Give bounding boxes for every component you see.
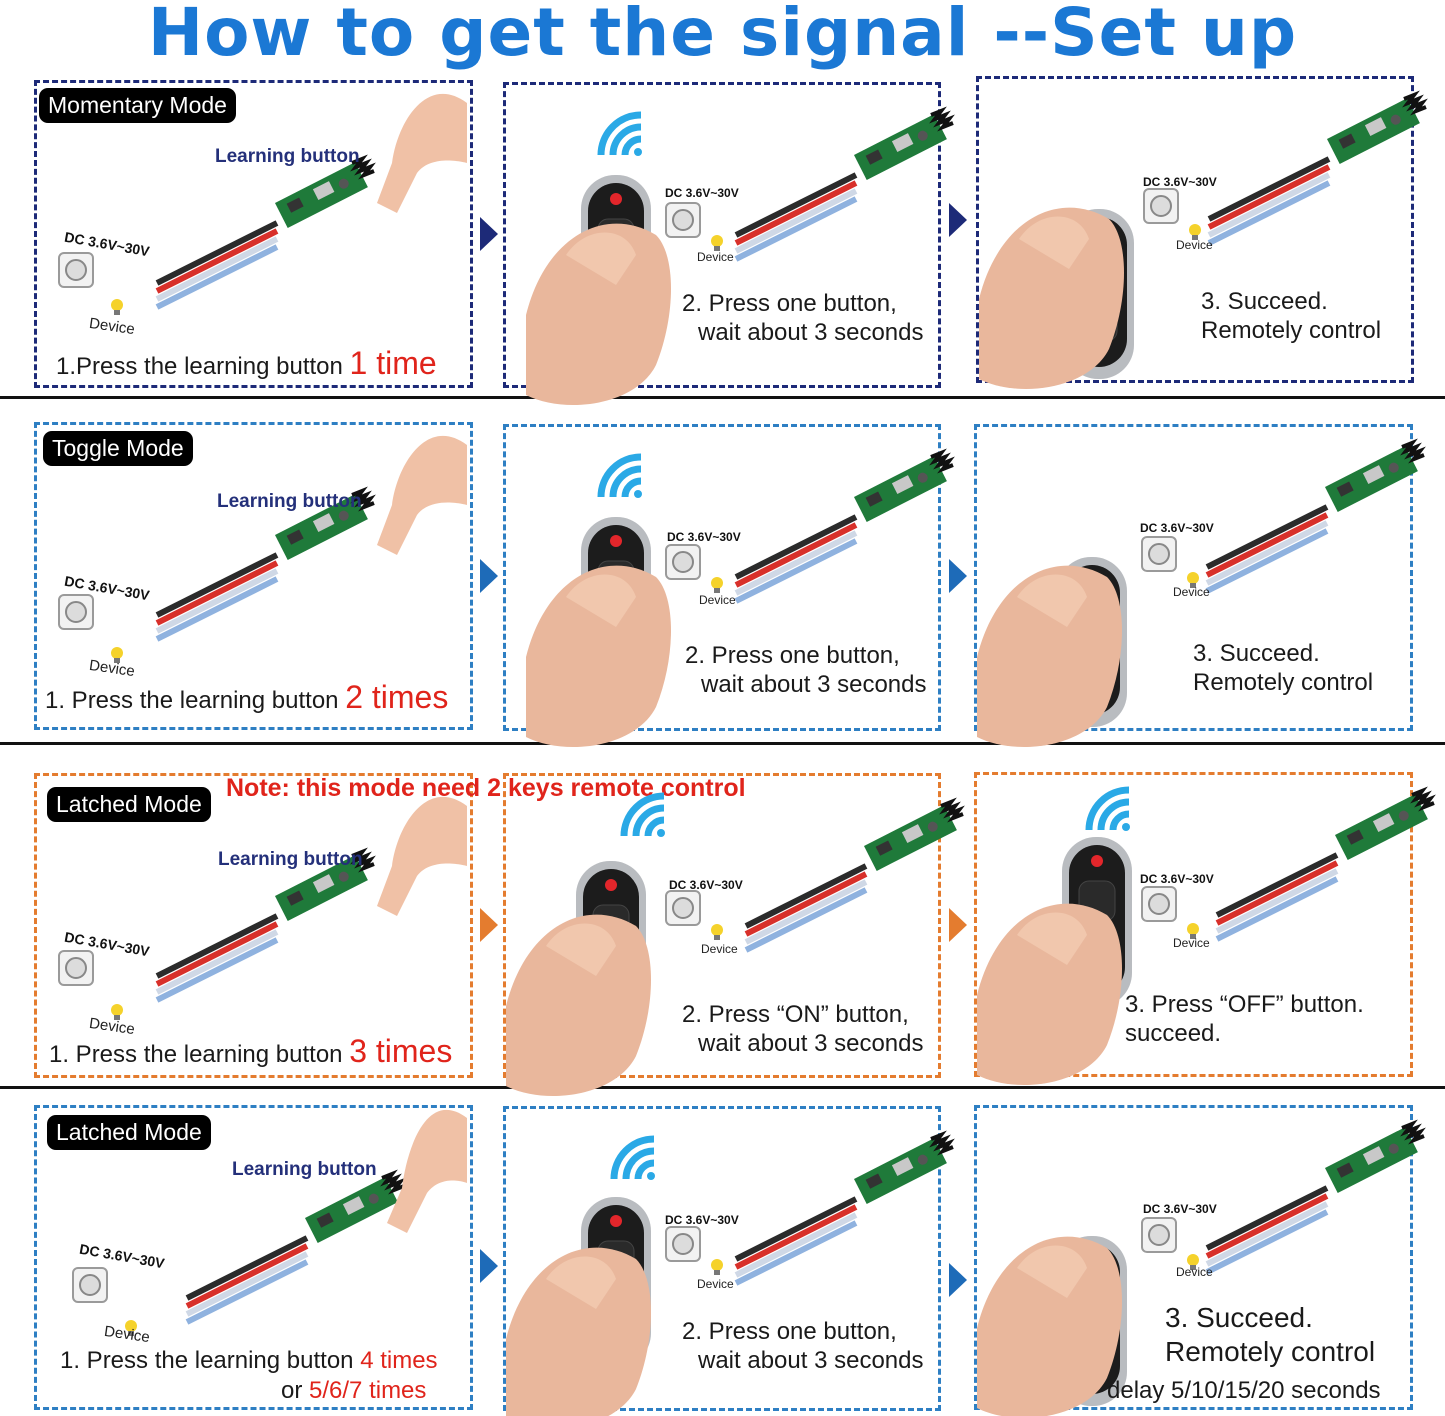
step2-panel <box>503 773 941 1096</box>
mode-tag: Toggle Mode <box>43 431 193 466</box>
device-label: Device <box>1173 585 1210 599</box>
next-arrow-icon <box>480 908 498 942</box>
mode-tag: Latched Mode <box>47 787 211 822</box>
learning-button-label: Learning button <box>215 146 360 167</box>
step2-panel <box>503 82 941 405</box>
step3-panel <box>974 424 1413 747</box>
step2-caption-line2: wait about 3 seconds <box>698 1347 924 1374</box>
step1-caption: 1. Press the learning button 2 times <box>45 679 449 715</box>
step3-caption-line1: 3. Succeed. <box>1165 1302 1313 1333</box>
row-separator <box>0 1086 1445 1089</box>
dc-label: DC 3.6V~30V <box>665 1213 739 1227</box>
dc-label: DC 3.6V~30V <box>667 530 741 544</box>
dc-label: DC 3.6V~30V <box>1143 1202 1217 1216</box>
step3-caption-line2: Remotely control <box>1201 317 1382 344</box>
step3-caption-line1: 3. Succeed. <box>1201 288 1328 315</box>
step2-caption-line1: 2. Press “ON” button, <box>682 1001 909 1028</box>
device-label: Device <box>697 1277 734 1291</box>
step1-caption: 1. Press the learning button 3 times <box>49 1033 453 1069</box>
step2-caption-line1: 2. Press one button, <box>682 1318 897 1345</box>
step1-panel <box>34 422 473 730</box>
step1-panel <box>34 773 473 1078</box>
mode-tag: Latched Mode <box>47 1115 211 1150</box>
step3-caption-line1: 3. Press “OFF” button. <box>1125 991 1364 1018</box>
press-count: 4 times <box>360 1347 438 1374</box>
step3-panel <box>976 76 1414 389</box>
step3-caption-line1: 3. Succeed. <box>1193 640 1320 667</box>
next-arrow-icon <box>949 559 967 593</box>
dc-label: DC 3.6V~30V <box>1140 521 1214 535</box>
dc-label: DC 3.6V~30V <box>665 186 739 200</box>
row-separator <box>0 742 1445 745</box>
device-label: Device <box>701 942 738 956</box>
learning-button-illustration <box>58 435 467 663</box>
step1-panel <box>34 80 473 388</box>
step1-caption-line2: or 5/6/7 times <box>281 1377 427 1404</box>
mode-tag: Momentary Mode <box>39 88 236 123</box>
step1-caption: 1.Press the learning button 1 time <box>56 345 437 381</box>
step3-panel <box>974 772 1413 1085</box>
learning-button-label: Learning button <box>232 1159 377 1180</box>
dc-label: DC 3.6V~30V <box>1143 175 1217 189</box>
step1-panel <box>34 1105 473 1410</box>
dc-label: DC 3.6V~30V <box>669 878 743 892</box>
row-separator <box>0 396 1445 399</box>
next-arrow-icon <box>480 1249 498 1283</box>
step2-caption-line1: 2. Press one button, <box>682 290 897 317</box>
press-count-alt: 5/6/7 times <box>309 1377 427 1404</box>
press-count: 2 times <box>345 679 449 715</box>
device-label: Device <box>1176 238 1213 252</box>
learning-button-label: Learning button <box>217 491 362 512</box>
dc-label: DC 3.6V~30V <box>1140 872 1214 886</box>
step2-caption-line2: wait about 3 seconds <box>698 319 924 346</box>
next-arrow-icon <box>949 203 967 237</box>
device-label: Device <box>1176 1265 1213 1279</box>
step3-caption-line2: Remotely control <box>1193 669 1374 696</box>
next-arrow-icon <box>480 559 498 593</box>
device-label: Device <box>1173 936 1210 950</box>
step2-panel <box>503 1106 941 1416</box>
step3-panel <box>974 1105 1413 1416</box>
step3-caption-line3: delay 5/10/15/20 seconds <box>1107 1377 1381 1404</box>
step1-caption-line1: 1. Press the learning button 4 times <box>60 1347 438 1374</box>
step3-caption-line2: succeed. <box>1125 1020 1222 1047</box>
press-count: 3 times <box>349 1033 453 1069</box>
next-arrow-icon <box>480 217 498 251</box>
step2-caption-line2: wait about 3 seconds <box>701 671 927 698</box>
device-label: Device <box>699 593 736 607</box>
learning-button-label: Learning button <box>218 849 363 870</box>
learning-button-illustration <box>58 93 467 315</box>
step3-caption-line2: Remotely control <box>1165 1336 1376 1367</box>
page-title: How to get the signal --Set up <box>147 0 1298 71</box>
press-count: 1 time <box>349 345 437 381</box>
learning-button-illustration <box>72 1109 467 1336</box>
step2-panel <box>503 424 941 747</box>
next-arrow-icon <box>949 1263 967 1297</box>
next-arrow-icon <box>949 908 967 942</box>
step2-caption-line1: 2. Press one button, <box>685 642 900 669</box>
device-label: Device <box>697 250 734 264</box>
learning-button-illustration <box>58 796 467 1020</box>
step2-caption-line2: wait about 3 seconds <box>698 1030 924 1057</box>
